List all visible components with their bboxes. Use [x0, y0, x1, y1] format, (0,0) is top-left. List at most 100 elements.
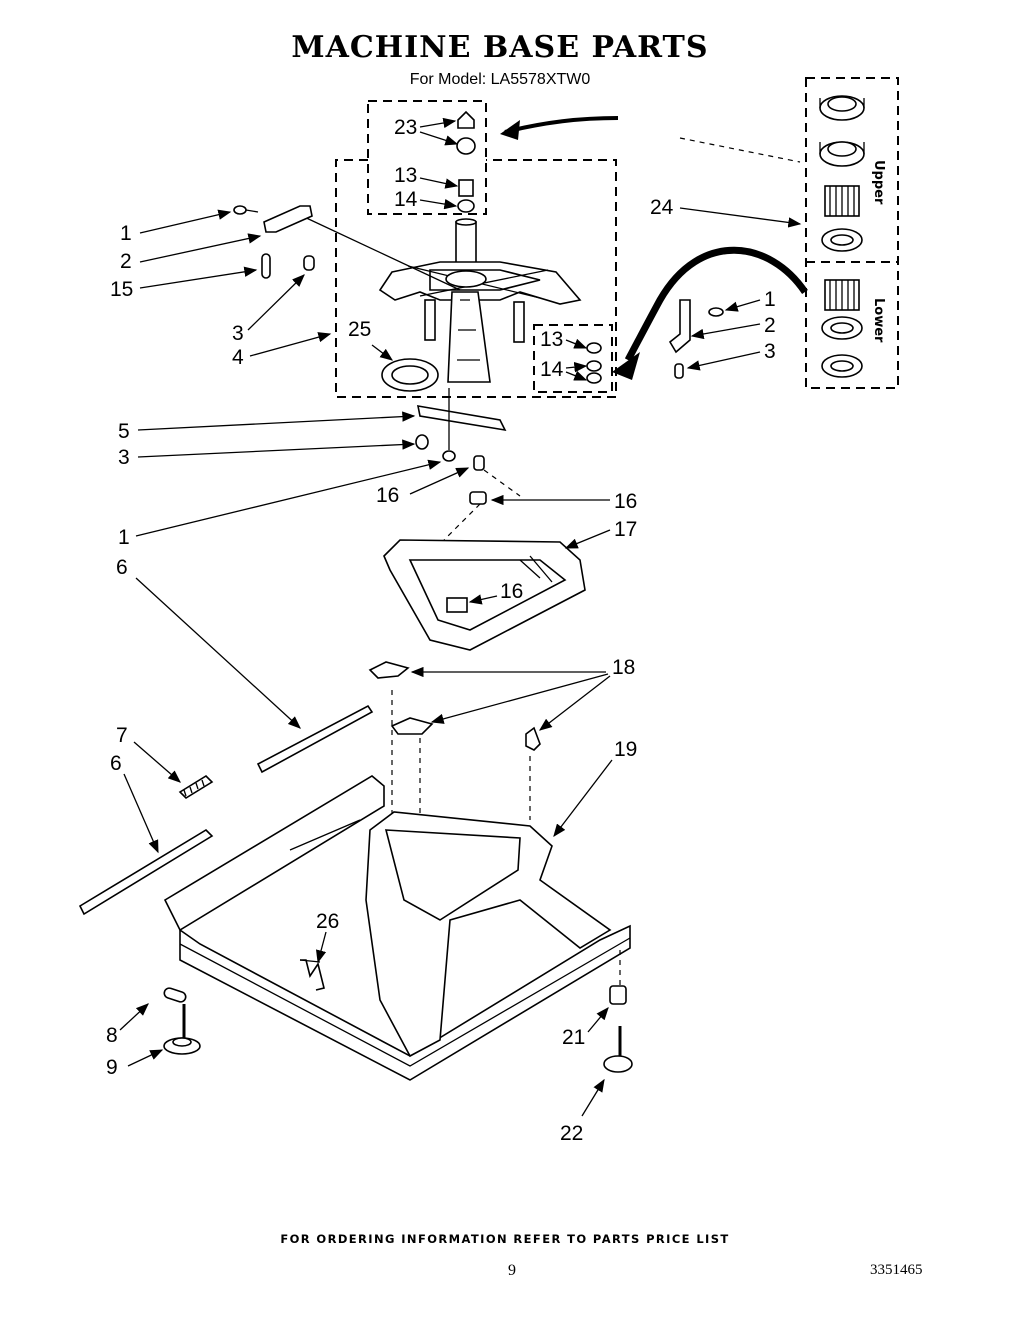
pad-16-bottom: [446, 597, 468, 613]
rails-group: [78, 704, 374, 916]
model-subtitle: For Model: LA5578XTW0: [409, 71, 591, 88]
bearing-race: [821, 228, 863, 252]
callout-3-lower: 3: [118, 446, 130, 469]
foot-insert-21: [609, 985, 627, 1005]
callout-2-right: 2: [764, 314, 776, 337]
spring-3: [303, 255, 315, 271]
callout-8: 8: [106, 1024, 118, 1047]
callout-3: 3: [232, 322, 244, 345]
base-floor: [179, 924, 631, 1081]
rail-6-upper: [256, 704, 374, 774]
callout-1-right: 1: [764, 288, 776, 311]
transmission-group-box: [335, 159, 617, 398]
spring-3-right: [674, 363, 684, 379]
leader-dotted: [679, 137, 801, 163]
callout-26: 26: [316, 910, 339, 933]
bearing-race: [821, 354, 863, 378]
frame-17-group: [383, 455, 586, 651]
left-bracket-group: [233, 205, 315, 279]
pad-16-middle: [469, 491, 487, 505]
callout-22: 22: [560, 1122, 583, 1145]
callout-numbers: 23 13 14 24 1 2 15 3 4 25 1 2 3 13 14 5 …: [106, 116, 776, 1145]
leveling-foot-left: [163, 987, 201, 1055]
bearing-14-lower-a: [586, 360, 602, 372]
bearing-race: [821, 316, 863, 340]
callout-21: 21: [562, 1026, 585, 1049]
bearing-23-bottom: [456, 137, 476, 155]
bracket-2-right: [668, 299, 691, 354]
lower-bearing-group-box: [533, 324, 613, 393]
callout-1-lower: 1: [118, 526, 130, 549]
upper-bearing-group-box: [367, 100, 487, 215]
seal-ring: [819, 141, 865, 167]
callout-24: 24: [650, 196, 674, 219]
bolt-1-right: [708, 307, 724, 317]
bolt-1-lower: [442, 450, 456, 462]
bearing-parts-upper: [456, 110, 476, 213]
upper-pointer-arrowhead: [500, 120, 520, 140]
callout-6-lower: 6: [110, 752, 122, 775]
leveling-foot-22: [603, 1055, 633, 1073]
callout-4: 4: [232, 346, 244, 369]
spin-tube: [455, 221, 477, 265]
lower-pointer-arrow: [624, 246, 808, 362]
base-center-frame: [365, 811, 612, 1058]
callout-13: 13: [394, 164, 417, 187]
callout-15: 15: [110, 278, 133, 301]
transmission-assembly: [299, 214, 582, 392]
callout-13-lower: 13: [540, 328, 563, 351]
callout-1: 1: [120, 222, 132, 245]
transmission-column: [447, 291, 491, 383]
bearing-14-lower-b: [586, 372, 602, 384]
seal-ring: [819, 95, 865, 121]
callout-2: 2: [120, 250, 132, 273]
rail-6-lower: [78, 828, 214, 916]
bearing-13-lower: [586, 342, 602, 354]
bearing-13: [458, 179, 474, 197]
bolt-1: [233, 205, 247, 215]
bearing-14: [457, 199, 475, 213]
bearing-parts-lower: [586, 342, 602, 384]
callout-14-lower: 14: [540, 358, 564, 381]
spring-3-lower: [415, 434, 429, 450]
right-bracket-group: [668, 299, 724, 379]
lower-label: Lower: [871, 298, 886, 343]
roller-bearing: [824, 279, 860, 311]
document-number: 3351465: [870, 1262, 923, 1278]
callout-leaders: [119, 117, 802, 1117]
bearing-kit-box: [805, 77, 899, 389]
callout-5: 5: [118, 420, 130, 443]
callout-19: 19: [614, 738, 637, 761]
bracket-2: [263, 205, 313, 233]
callout-6-upper: 6: [116, 556, 128, 579]
callout-9: 9: [106, 1056, 118, 1079]
bearing-23-top: [457, 110, 475, 129]
callout-16-top: 16: [376, 484, 399, 507]
bracket-5: [416, 405, 507, 432]
callout-14: 14: [394, 188, 418, 211]
bracket-18-c: [525, 726, 541, 751]
lower-pointer-arrowhead: [612, 352, 640, 380]
callout-25: 25: [348, 318, 371, 341]
ordering-info-footer: FOR ORDERING INFORMATION REFER TO PARTS …: [280, 1232, 730, 1246]
bearing-kit-upper: Upper: [819, 95, 886, 252]
pin-15: [261, 253, 271, 279]
leader-line: [299, 214, 461, 291]
callout-7: 7: [116, 724, 128, 747]
callout-17: 17: [614, 518, 637, 541]
pad-16-top: [473, 455, 485, 471]
leveling-foot-right: [603, 950, 633, 1073]
foot-pin-8: [163, 987, 187, 1003]
page-title: MACHINE BASE PARTS: [291, 30, 709, 65]
bracket-18-b: [390, 717, 434, 735]
upper-pointer-arrow: [504, 116, 619, 134]
callout-16-middle: 16: [614, 490, 637, 513]
spring-7: [178, 774, 214, 800]
callout-23: 23: [394, 116, 417, 139]
frame-17: [383, 539, 586, 651]
bracket-18-a: [368, 661, 410, 679]
roller-bearing: [824, 185, 860, 217]
callout-3-right: 3: [764, 340, 776, 363]
